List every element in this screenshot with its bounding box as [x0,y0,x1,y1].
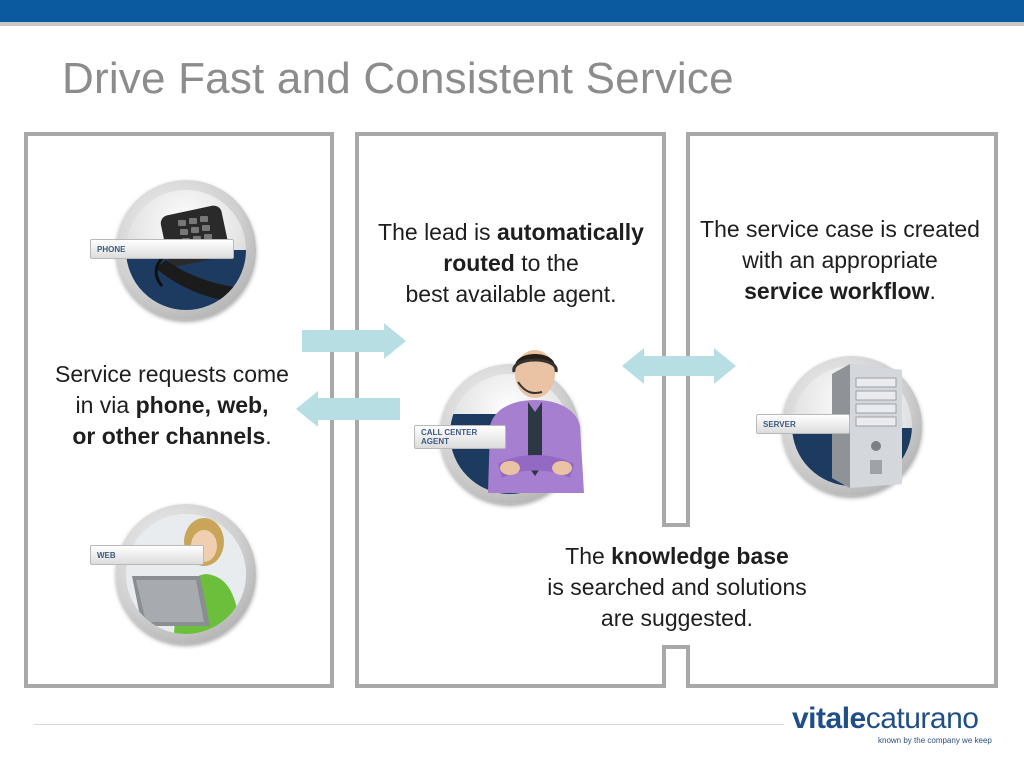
arrow-right [302,323,406,359]
call-center-agent-icon [488,350,584,493]
routing-text: The lead is automatically routed to the … [378,219,644,307]
slide-title: Drive Fast and Consistent Service [62,54,734,103]
web-tag: WEB [90,545,204,565]
web-badge [116,504,256,644]
server-tower-icon [832,364,902,488]
requests-text: Service requests come in via phone, web,… [55,361,289,449]
arrow-double [622,348,736,384]
footer-divider [34,724,784,725]
top-divider [0,22,1024,26]
company-logo: vitalecaturano [792,702,979,735]
server-tag: SERVER [756,414,850,434]
agent-tag: CALL CENTER AGENT [414,425,506,449]
panel-agent-kb [355,132,998,688]
knowledge-text: The knowledge base is searched and solut… [547,543,807,631]
phone-tag: PHONE [90,239,234,259]
service-case-text: The service case is created with an appr… [700,216,980,304]
top-brand-bar [0,0,1024,22]
company-tagline: known by the company we keep [878,736,992,745]
arrow-left [296,391,400,427]
woman-laptop-icon [132,518,240,634]
